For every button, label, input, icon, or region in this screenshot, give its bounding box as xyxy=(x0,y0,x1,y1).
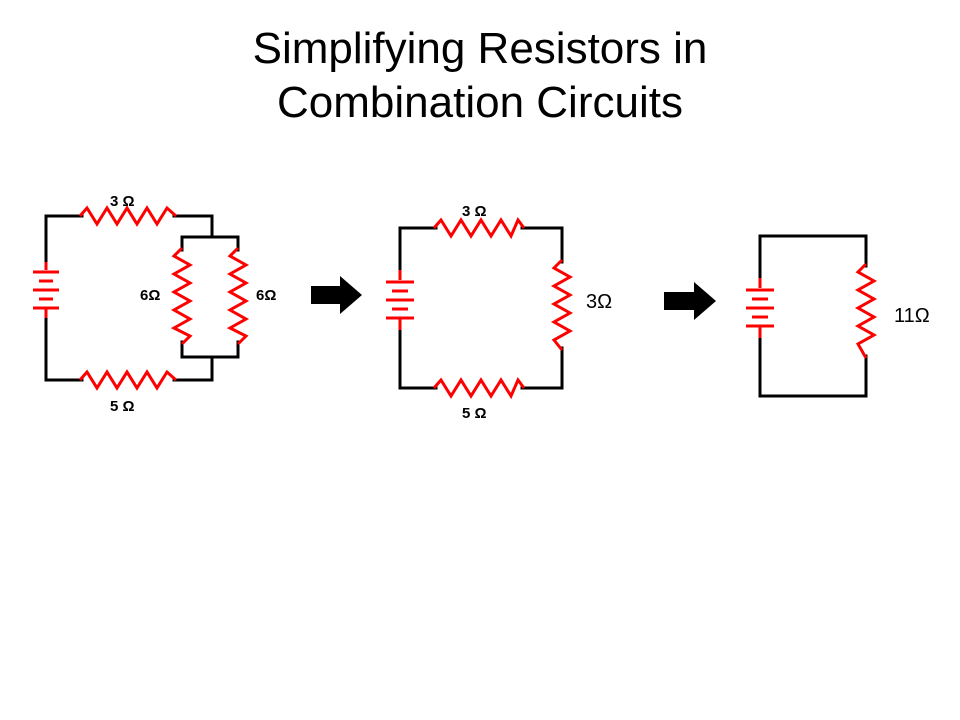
wire xyxy=(520,226,564,264)
title-line-1: Simplifying Resistors in xyxy=(252,24,708,73)
wire xyxy=(44,314,84,382)
wire xyxy=(172,214,214,239)
resistor-label: 11Ω xyxy=(894,305,930,327)
resistor-label: 3Ω xyxy=(586,291,612,313)
slide-title: Simplifying Resistors in Combination Cir… xyxy=(0,22,960,130)
circuit-intermediate: 3 Ω 3Ω 5 Ω xyxy=(386,203,612,422)
resistor-right xyxy=(550,258,574,351)
resistor-label: 5 Ω xyxy=(462,405,487,422)
resistor-parallel-right xyxy=(226,246,250,346)
resistor-top xyxy=(78,205,177,227)
wire xyxy=(520,346,564,390)
wire xyxy=(758,334,868,398)
wire xyxy=(172,355,214,382)
wire xyxy=(44,214,84,268)
battery-icon xyxy=(386,270,414,330)
wire xyxy=(758,234,868,284)
resistor-label: 3 Ω xyxy=(462,203,487,220)
resistor-label: 6Ω xyxy=(256,287,276,304)
battery-icon xyxy=(746,278,774,338)
resistor-top xyxy=(432,217,526,240)
resistor-bottom xyxy=(432,377,526,400)
resistor-label: 3 Ω xyxy=(110,193,135,210)
battery-icon xyxy=(33,262,59,318)
wire xyxy=(398,326,438,390)
resistor-label: 5 Ω xyxy=(110,398,135,415)
resistor-label: 6Ω xyxy=(140,287,160,304)
circuit-equivalent: 11Ω xyxy=(746,234,930,398)
arrow-right-icon xyxy=(311,276,362,314)
resistor-bottom xyxy=(78,369,177,391)
title-line-2: Combination Circuits xyxy=(277,78,683,127)
arrow-right-icon xyxy=(664,282,716,320)
wire xyxy=(398,226,438,276)
resistor-right xyxy=(854,262,878,359)
resistor-parallel-left xyxy=(170,246,194,346)
circuit-original: 3 Ω 6Ω 6Ω 5 Ω xyxy=(33,193,276,415)
